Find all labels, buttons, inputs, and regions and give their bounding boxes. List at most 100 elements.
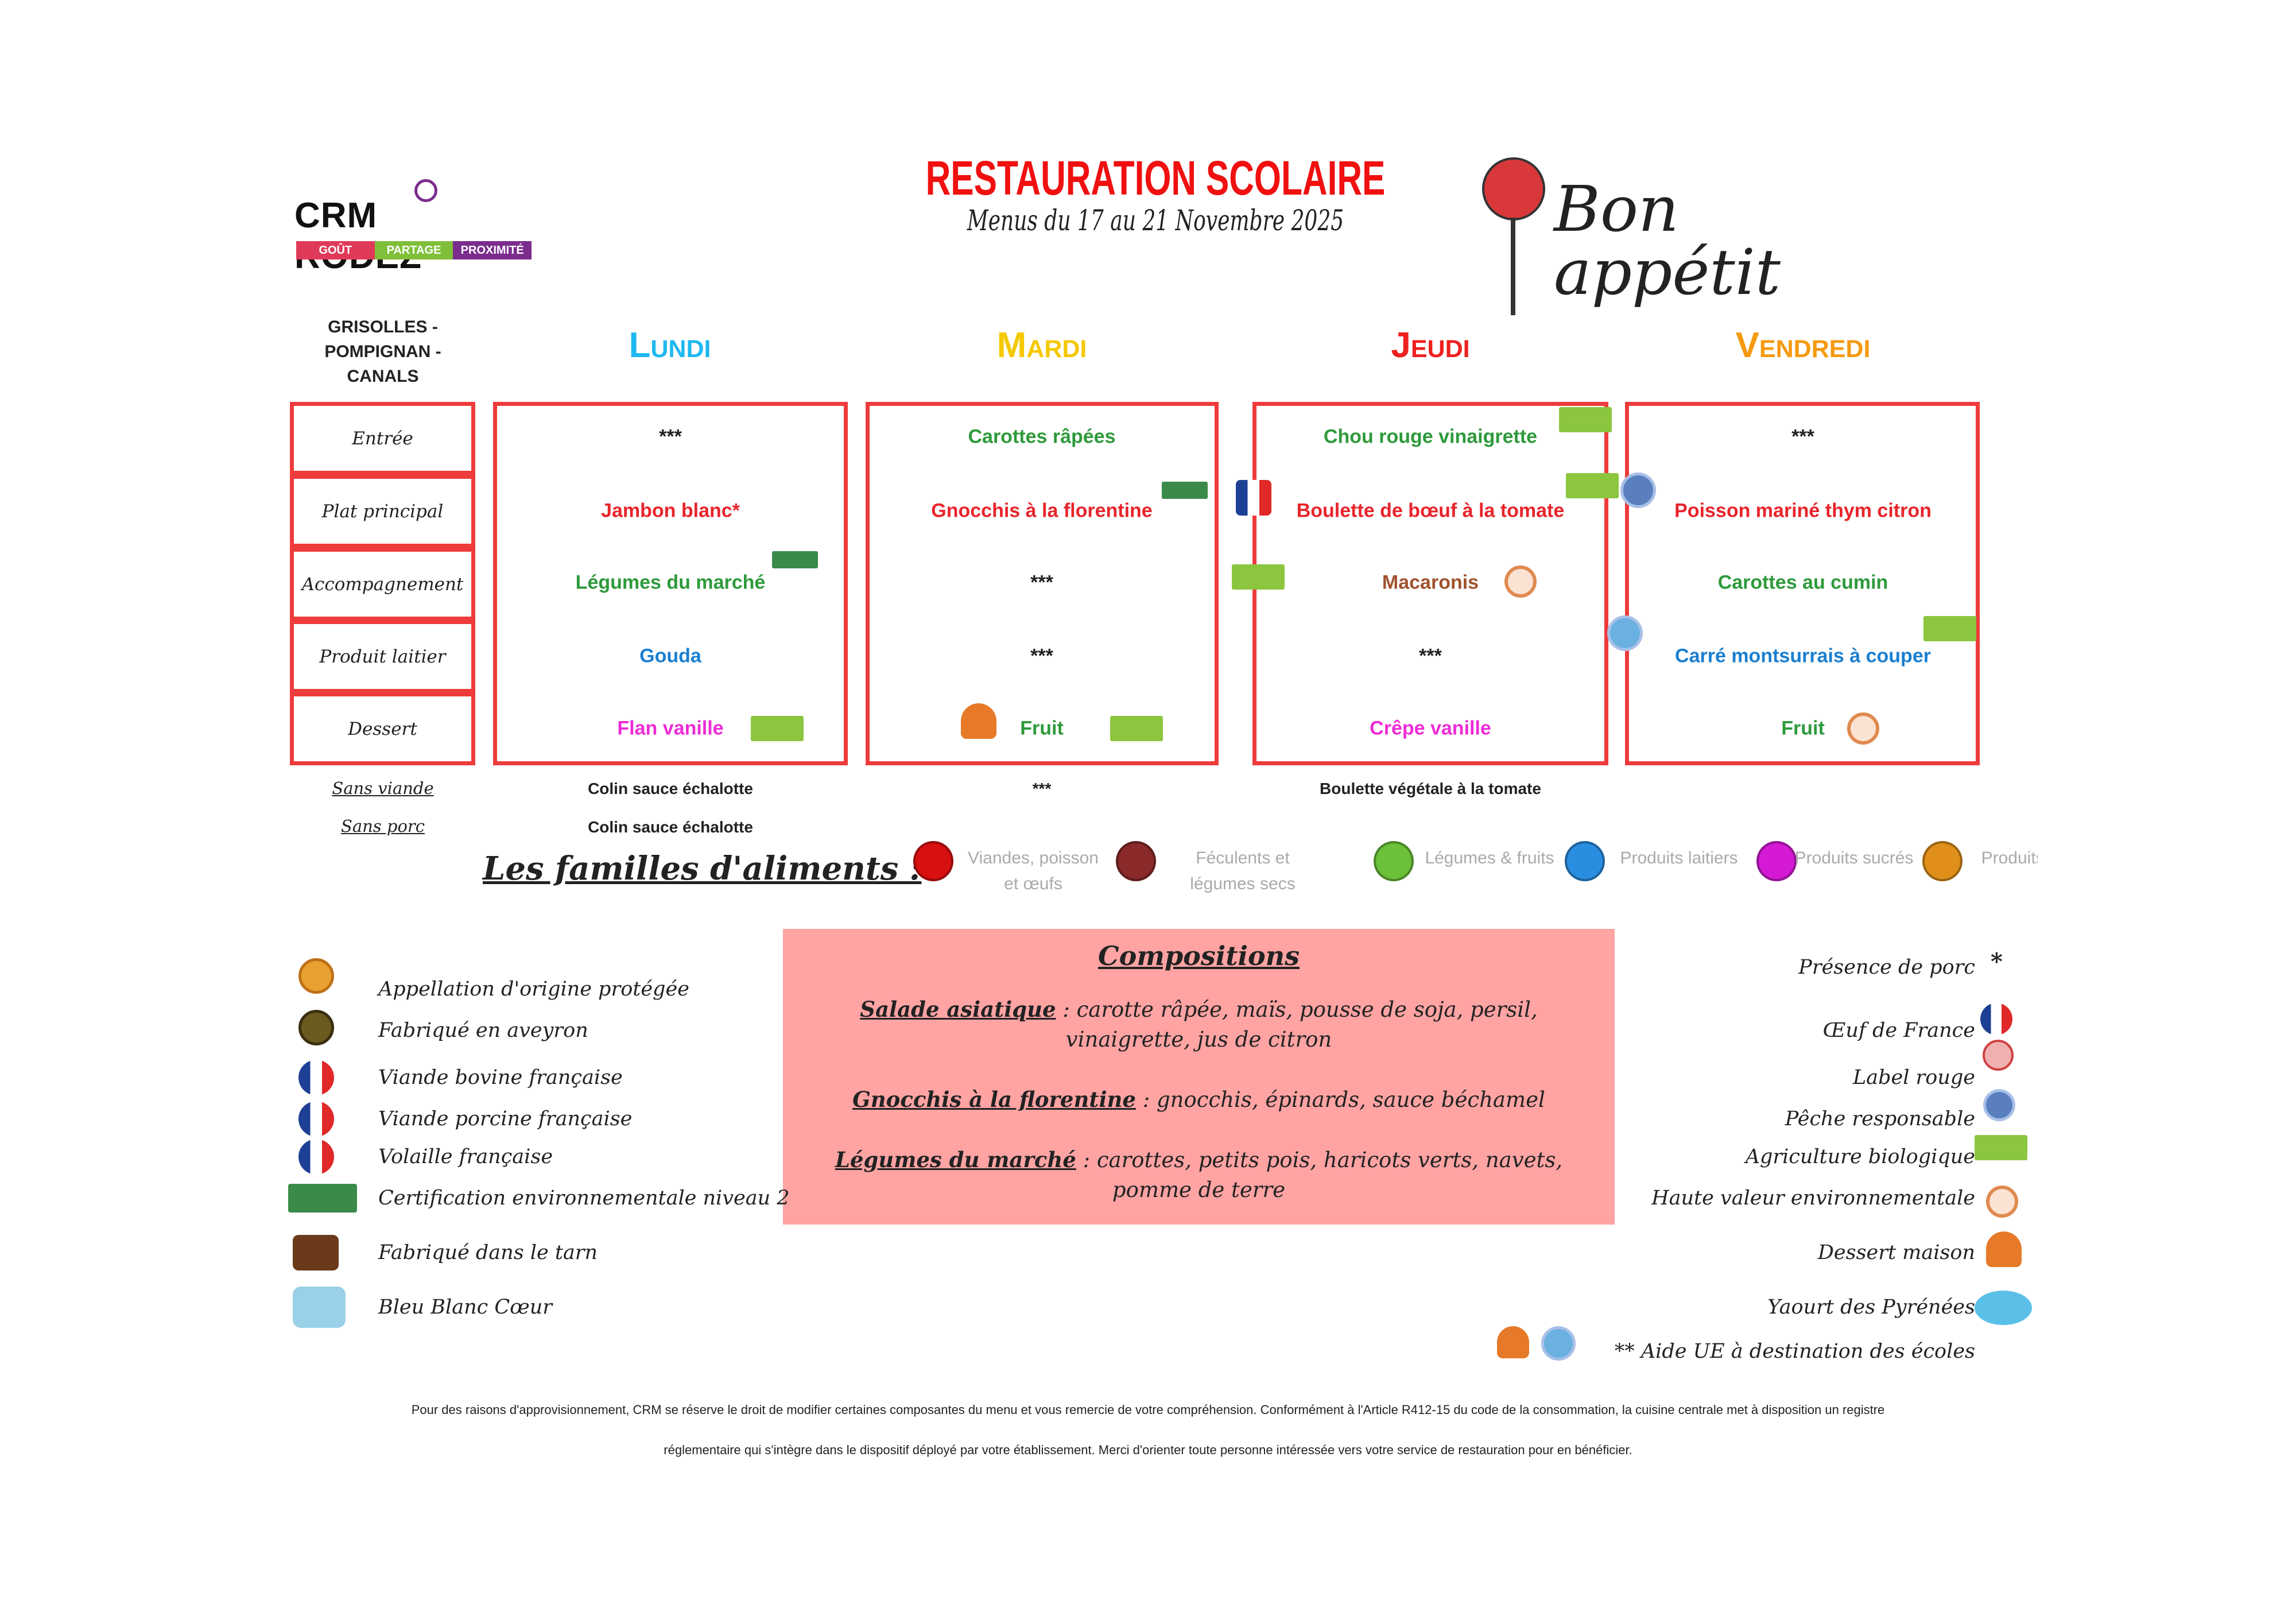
legend-label: Appellation d'origine protégée <box>378 978 689 1001</box>
day-header-lundi: Lundi <box>629 326 711 365</box>
family-label: Produits sucrés <box>1794 849 1914 867</box>
day-header-jeudi: Jeudi <box>1391 326 1470 365</box>
legend-label: Haute valeur environnementale <box>1651 1187 1975 1210</box>
location-line: POMPIGNAN - <box>324 342 441 361</box>
family-label: Féculents et légumes secs <box>1190 849 1296 893</box>
environmental-certification-icon <box>288 1184 357 1213</box>
french-poultry-icon <box>298 1139 334 1175</box>
family-meat-icon <box>913 841 953 881</box>
footer-disclaimer: Pour des raisons d'approvisionnement, CR… <box>411 1403 1885 1417</box>
day-header-vendredi: Vendredi <box>1735 326 1871 365</box>
legend-label: Dessert maison <box>1817 1241 1975 1264</box>
compositions-title: Compositions <box>1098 940 1300 971</box>
row-label-dessert: Dessert <box>290 692 475 765</box>
menu-item: Crêpe vanille <box>1370 717 1491 739</box>
composition-name: Salade asiatique <box>860 997 1056 1022</box>
composition-text: : gnocchis, épinards, sauce béchamel <box>1135 1087 1545 1112</box>
logo-tag: PARTAGE <box>374 241 453 259</box>
menu-box-vendredi <box>1625 402 1980 765</box>
location-line: GRISOLLES - <box>328 317 438 336</box>
hve-icon <box>1986 1186 2018 1218</box>
eu-aid-icon <box>1607 615 1643 651</box>
day-header-mardi: Mardi <box>996 326 1087 365</box>
row-label-laitier: Produit laitier <box>290 620 475 693</box>
sans-porc-lundi: Colin sauce échalotte <box>588 818 753 836</box>
dessert-maison-icon <box>1986 1231 2022 1267</box>
legend-label: Œuf de France <box>1822 1019 1975 1042</box>
peche-responsable-icon <box>1983 1089 2015 1121</box>
menu-item: *** <box>1419 645 1442 667</box>
menu-item: Fruit <box>1781 717 1825 739</box>
logo-tag: PROXIMITÉ <box>453 241 532 259</box>
menu-item: Gnocchis à la florentine <box>931 499 1153 522</box>
composition-name: Légumes du marché <box>835 1147 1076 1172</box>
yaourt-pyrenees-icon <box>1975 1291 2032 1325</box>
family-vegetables-icon <box>1374 841 1414 881</box>
families-title: Les familles d'aliments : <box>483 850 922 888</box>
composition-item: Légumes du marché : carottes, petits poi… <box>794 1145 1603 1205</box>
legend-label: Label rouge <box>1852 1066 1975 1089</box>
organic-agriculture-icon <box>1559 407 1612 432</box>
logo-leaf-icon <box>414 179 437 202</box>
family-dairy-icon <box>1565 841 1605 881</box>
family-label: Viandes, poisson et œufs <box>968 849 1099 893</box>
organic-agriculture-icon <box>1975 1135 2027 1160</box>
legend-label: Fabriqué dans le tarn <box>378 1241 598 1264</box>
menu-item: Poisson mariné thym citron <box>1674 499 1932 522</box>
legend-label: Présence de porc <box>1798 956 1975 979</box>
family-label: Légumes & fruits <box>1425 849 1554 867</box>
menu-item: Boulette de bœuf à la tomate <box>1296 499 1565 522</box>
oeuf-france-icon <box>1980 1003 2012 1035</box>
row-label-entree: Entrée <box>290 402 475 475</box>
composition-item: Gnocchis à la florentine : gnocchis, épi… <box>794 1084 1603 1115</box>
dessert-maison-icon <box>961 703 996 739</box>
organic-agriculture-icon <box>1923 616 1976 641</box>
legend-label: Pêche responsable <box>1785 1107 1975 1130</box>
legend-label: Viande porcine française <box>378 1107 633 1130</box>
menu-item: *** <box>1030 571 1053 594</box>
legend-label: Volaille française <box>378 1145 553 1168</box>
fabrique-tarn-icon <box>293 1235 339 1270</box>
menu-item: Carottes râpées <box>968 425 1116 448</box>
environmental-certification-icon <box>772 551 818 568</box>
sans-viande-mardi: *** <box>1032 780 1052 797</box>
organic-agriculture-icon <box>751 716 804 741</box>
organic-agriculture-icon <box>1232 564 1285 590</box>
family-label: Produits gras <box>1981 849 2038 867</box>
composition-text: : carottes, petits pois, haricots verts,… <box>1076 1148 1563 1202</box>
family-label: Produits laitiers <box>1620 849 1738 867</box>
organic-agriculture-icon <box>1110 716 1163 741</box>
menu-item: Légumes du marché <box>575 571 766 594</box>
aveyron-icon <box>298 1010 334 1045</box>
sans-viande-jeudi: Boulette végétale à la tomate <box>1320 780 1541 797</box>
legend-label: Yaourt des Pyrénées <box>1767 1296 1975 1319</box>
menu-item: Gouda <box>639 645 701 667</box>
tomato-fork-icon <box>1482 157 1545 220</box>
legend-label: Fabriqué en aveyron <box>378 1019 588 1042</box>
row-label-plat: Plat principal <box>290 475 475 548</box>
label-rouge-icon <box>1983 1040 2014 1071</box>
footer-disclaimer: réglementaire qui s'intègre dans le disp… <box>664 1443 1632 1457</box>
eu-aid-icon <box>1541 1326 1576 1361</box>
sans-viande-label: Sans viande <box>332 778 434 798</box>
french-beef-icon <box>1236 480 1271 516</box>
menu-item: Jambon blanc* <box>601 499 740 522</box>
menu-item: Fruit <box>1020 717 1064 739</box>
hve-icon <box>1847 712 1879 745</box>
environmental-certification-icon <box>1162 482 1208 499</box>
organic-agriculture-icon <box>1566 473 1619 498</box>
pork-asterisk: * <box>1991 948 2003 975</box>
sans-porc-label: Sans porc <box>340 816 425 836</box>
menu-item: Chou rouge vinaigrette <box>1323 425 1538 448</box>
families-legend: Viandes, poisson et œufs Féculents et lé… <box>913 841 2038 893</box>
page-title: RESTAURATION SCOLAIRE <box>925 151 1386 205</box>
sans-viande-lundi: Colin sauce échalotte <box>588 780 753 797</box>
composition-text: : carotte râpée, maïs, pousse de soja, p… <box>1056 997 1538 1052</box>
menu-box-mardi <box>866 402 1219 765</box>
dessert-maison-icon <box>1497 1326 1529 1358</box>
french-pork-icon <box>298 1101 334 1137</box>
aop-icon <box>298 958 334 994</box>
french-beef-icon <box>298 1060 334 1095</box>
menu-box-lundi <box>493 402 848 765</box>
menu-item: *** <box>1030 645 1053 667</box>
